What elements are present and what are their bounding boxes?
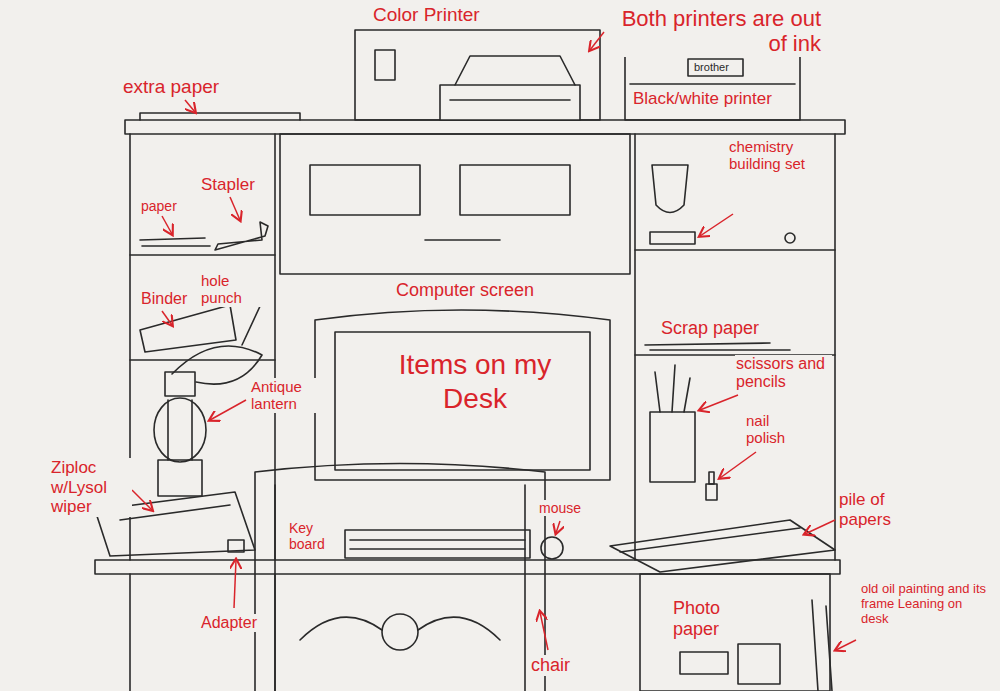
callout-label: Both printers are out of ink: [610, 6, 822, 57]
callout-label: chemistry building set: [728, 138, 820, 173]
callout-label: scissors and pencils: [735, 355, 832, 392]
callout-label: Photo paper: [672, 598, 744, 639]
callout-label: extra paper: [122, 76, 220, 98]
callout-label: Key board: [288, 520, 340, 552]
callout-label: Color Printer: [372, 4, 481, 26]
callout-label: nail polish: [745, 412, 807, 447]
callout-label: mouse: [538, 500, 582, 516]
callout-label: Computer screen: [395, 280, 535, 301]
callout-label: Scrap paper: [660, 318, 760, 339]
callout-label: Adapter: [200, 614, 258, 632]
callout-label: Ziploc w/Lysol wiper: [50, 458, 132, 517]
callout-label: hole punch: [200, 272, 264, 307]
callout-label: Binder: [140, 290, 188, 308]
callout-label: brother: [693, 61, 730, 74]
callout-label: Stapler: [200, 175, 256, 195]
callout-label: pile of papers: [838, 490, 920, 529]
callout-label: paper: [140, 198, 178, 214]
diagram-title: Items on my Desk: [365, 348, 585, 415]
callout-label: Antique lantern: [250, 378, 322, 413]
callout-label: old oil painting and its frame Leaning o…: [860, 582, 992, 627]
callout-label: chair: [530, 655, 571, 676]
callout-label: Black/white printer: [632, 89, 773, 109]
